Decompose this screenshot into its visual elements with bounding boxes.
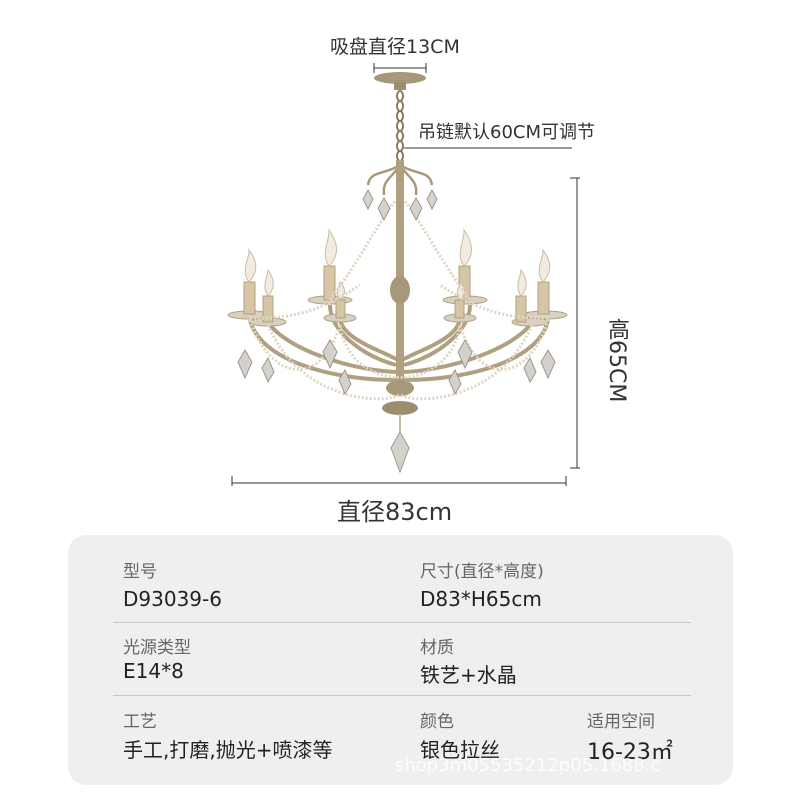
size-value: D83*H65cm [420,587,542,611]
diameter-label: 直径83cm [337,498,453,526]
light-source-value: E14*8 [123,659,184,683]
canopy-diameter-label: 吸盘直径13CM [330,36,460,58]
material-value: 铁艺+水晶 [420,663,517,687]
height-label: 高65CM [604,318,629,403]
canopy [374,72,426,84]
model-value: D93039-6 [123,587,222,611]
color-value: 银色拉丝 [420,738,500,762]
divider [113,622,691,623]
watermark: shop3m05535212p05.1688.c [395,755,661,776]
craft-key: 工艺 [123,712,157,732]
chain [396,90,404,162]
craft-value: 手工,打磨,抛光+喷漆等 [123,738,333,762]
material-key: 材质 [420,638,454,658]
central-stem [396,160,404,390]
size-key: 尺寸(直径*高度) [420,562,544,582]
light-source-key: 光源类型 [123,638,191,658]
color-key: 颜色 [420,712,454,732]
crystals [237,188,556,474]
space-value: 16-23㎡ [587,740,673,765]
chain-length-label: 吊链默认60CM可调节 [418,122,596,143]
space-key: 适用空间 [587,712,655,732]
spec-panel: 型号 D93039-6 尺寸(直径*高度) D83*H65cm 光源类型 E14… [68,535,733,785]
divider [113,695,691,696]
model-key: 型号 [123,562,157,582]
arms [248,304,550,382]
